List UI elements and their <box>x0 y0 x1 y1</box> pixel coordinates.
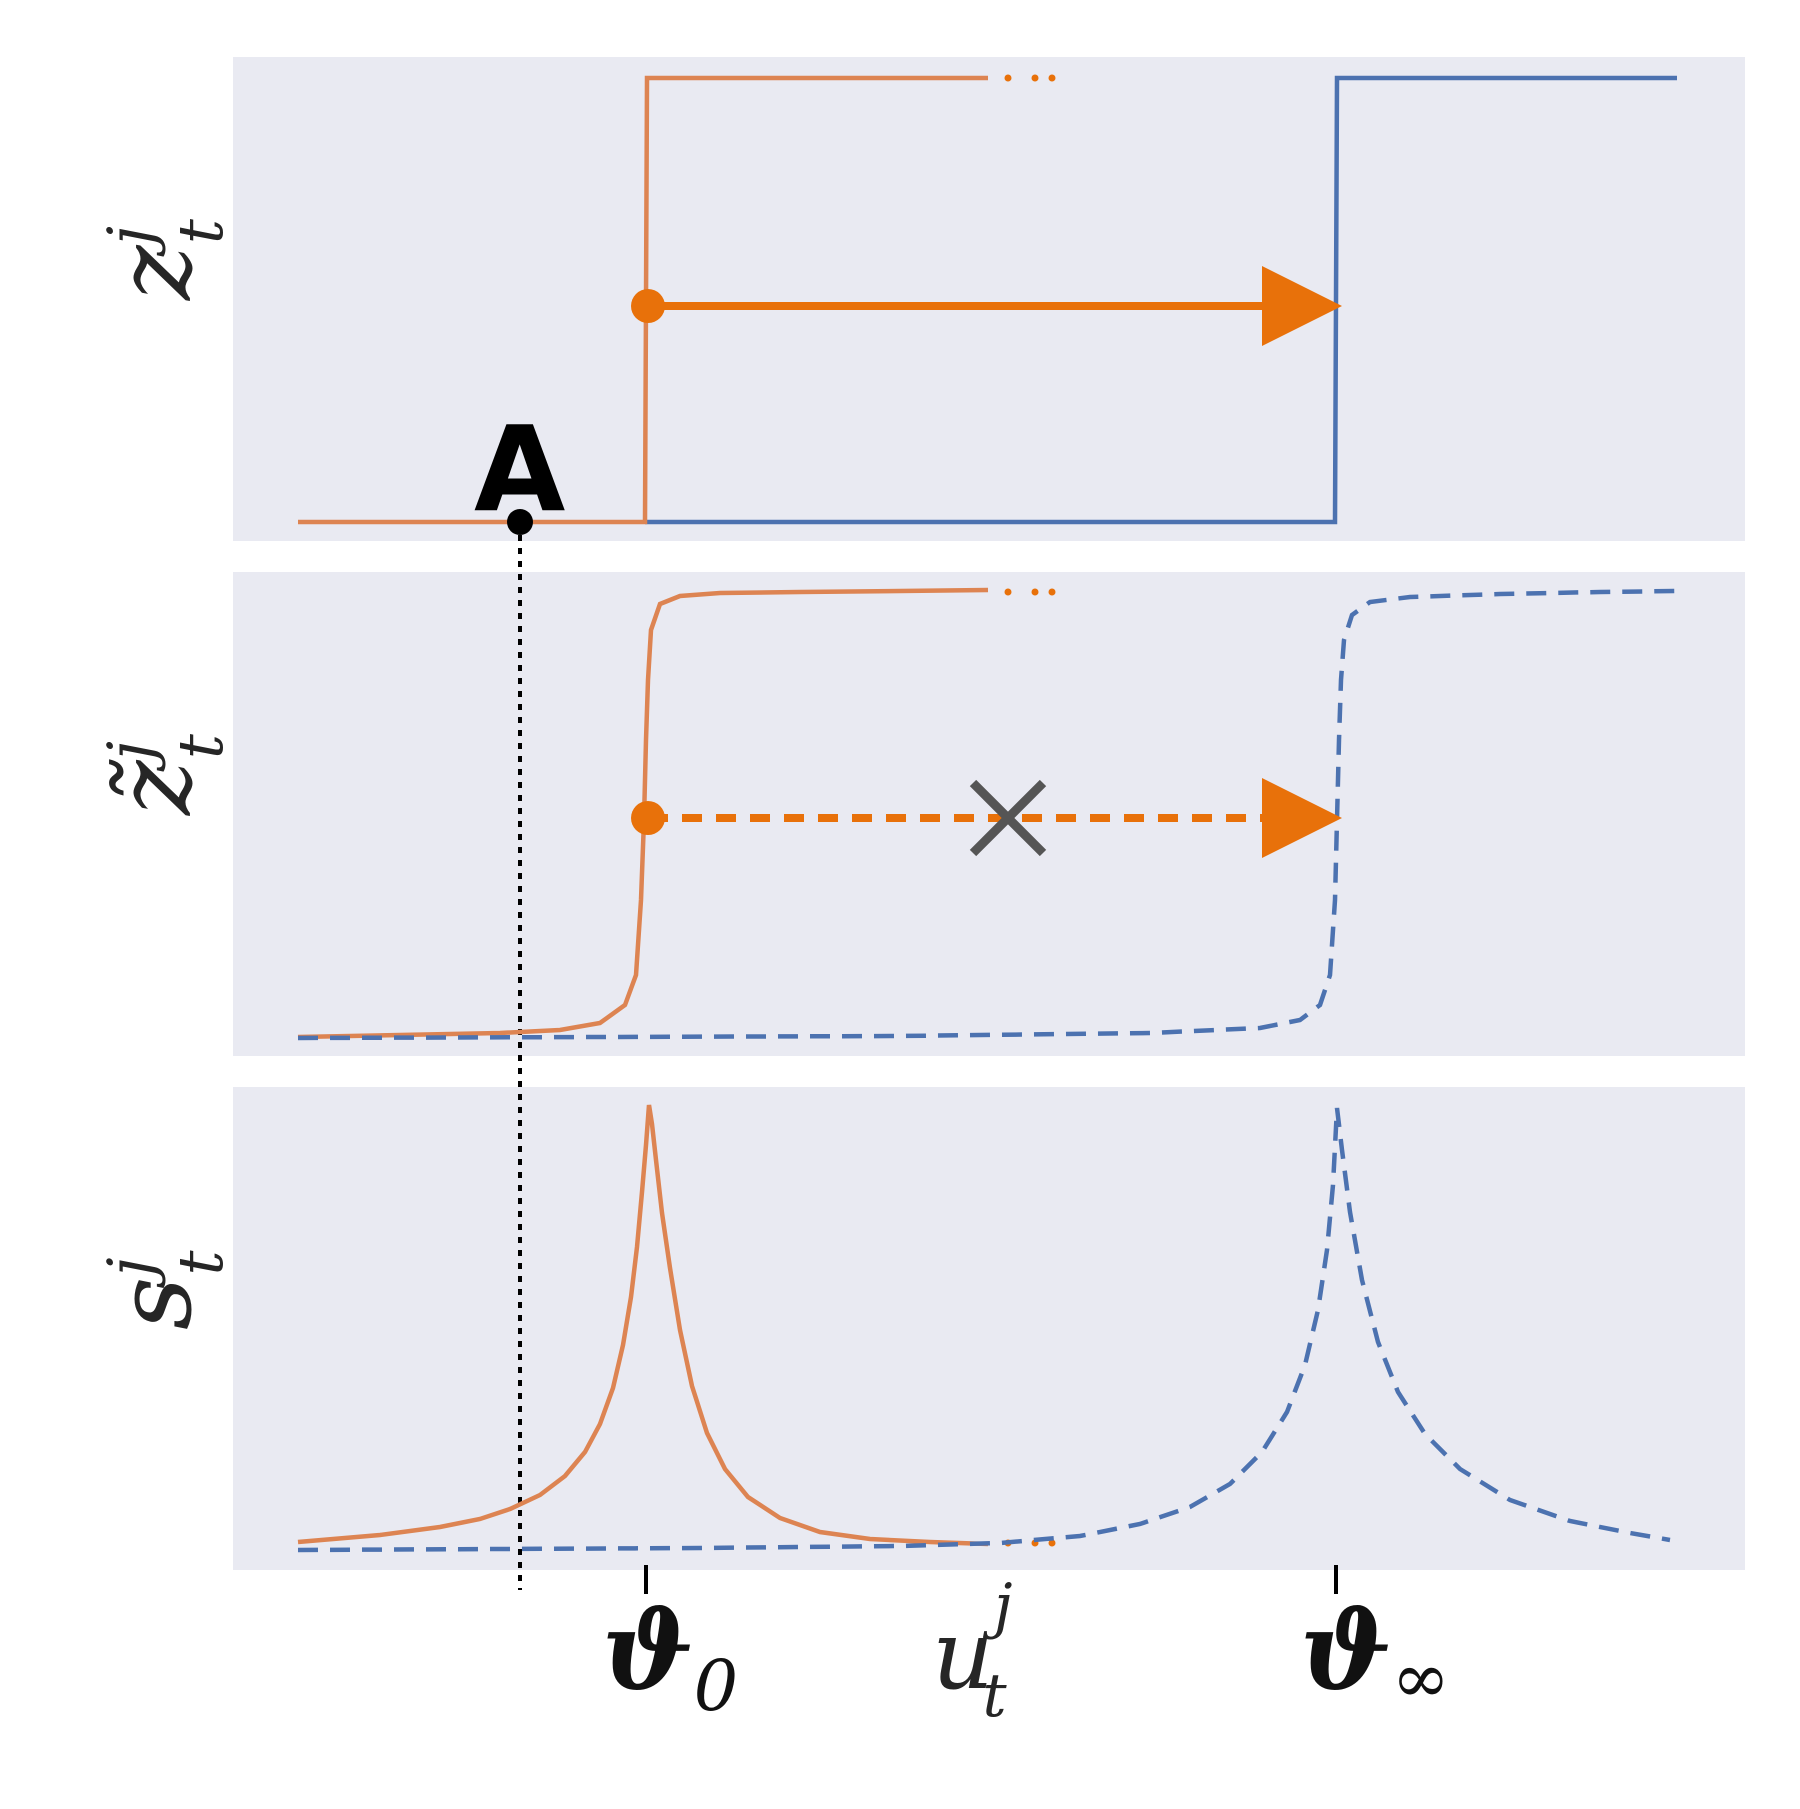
middle-blue-dashed-sigmoid <box>297 588 1678 1041</box>
middle-orange-sigmoid <box>297 587 989 1040</box>
ylabel-middle: z̃jt <box>93 734 237 817</box>
middle-orange-ellipsis <box>1004 588 1056 596</box>
middle-arrow-origin-dot <box>631 801 665 835</box>
ylabel-top: zjt <box>93 219 237 302</box>
svg-text:z̃jt: z̃jt <box>93 734 237 817</box>
bottom-blue-dashed-peak <box>297 1107 1671 1553</box>
svg-text:sjt: sjt <box>93 1250 237 1330</box>
top-arrow-origin-dot <box>631 289 665 323</box>
panel-bottom-background <box>233 1087 1745 1570</box>
bottom-orange-peak <box>297 1104 989 1547</box>
cross-icon <box>969 779 1047 857</box>
xlabel-theta-zero: ϑ0 <box>602 1588 738 1727</box>
top-orange-ellipsis <box>1004 74 1056 82</box>
svg-text:zjt: zjt <box>93 219 237 302</box>
ylabel-bottom: sjt <box>93 1250 237 1330</box>
panel-top-background <box>233 57 1745 541</box>
xlabel-theta-infinity: ϑ∞ <box>1300 1588 1450 1719</box>
